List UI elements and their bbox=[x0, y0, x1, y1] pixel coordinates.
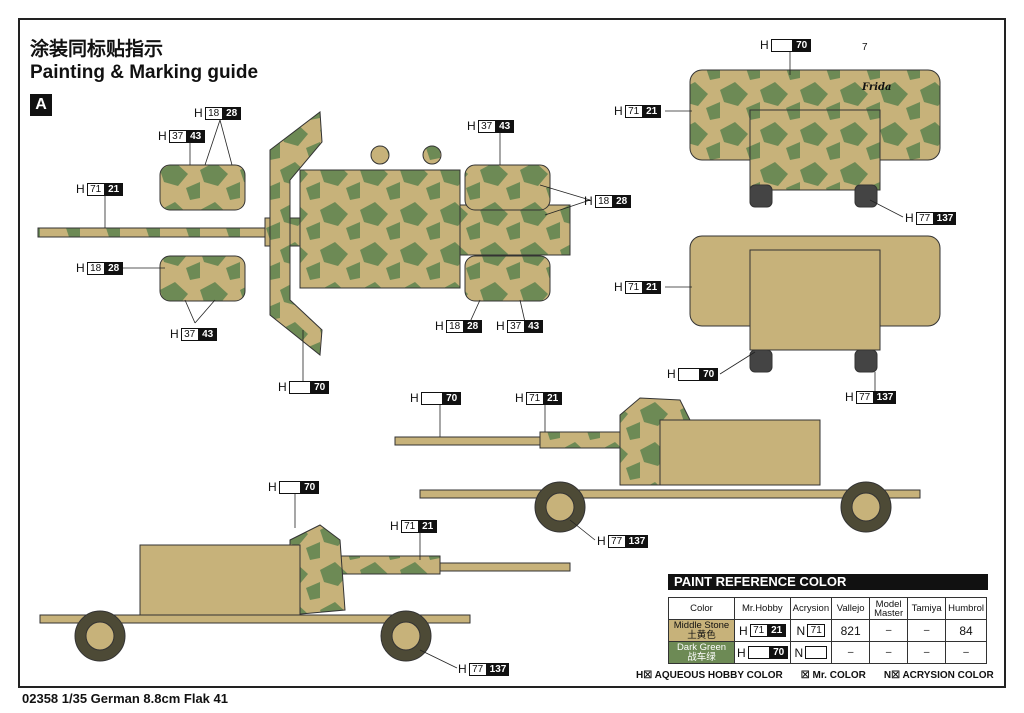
front-view bbox=[689, 235, 941, 373]
rear-view bbox=[689, 69, 941, 208]
model-master-cell: – bbox=[869, 641, 909, 664]
humbrol-cell: 84 bbox=[945, 619, 988, 642]
model-master-cell: – bbox=[869, 619, 909, 642]
page-title: Painting & Marking guide bbox=[30, 62, 259, 83]
col-mrhobby: Mr.Hobby bbox=[734, 597, 791, 620]
humbrol-cell: – bbox=[945, 641, 988, 664]
tamiya-cell: – bbox=[907, 641, 947, 664]
legend-acrysion: N☒ ACRYSION COLOR bbox=[883, 670, 994, 681]
vallejo-cell: 821 bbox=[831, 619, 871, 642]
paint-reference-table: Color Mr.Hobby Acrysion Vallejo Model Ma… bbox=[668, 597, 988, 664]
col-humbrol: Humbrol bbox=[945, 597, 988, 620]
vallejo-cell: – bbox=[831, 641, 871, 664]
col-model-master: Model Master bbox=[869, 597, 909, 620]
vehicle-name-marking: Frida bbox=[862, 82, 892, 93]
side-view-right bbox=[394, 397, 921, 533]
side-view-left bbox=[39, 524, 571, 662]
page-frame bbox=[18, 18, 1006, 688]
col-acrysion: Acrysion bbox=[789, 597, 833, 620]
legend-mr-color: ☒ Mr. COLOR bbox=[800, 670, 866, 681]
paint-legend: H☒ AQUEOUS HOBBY COLOR ☒ Mr. COLOR N☒ AC… bbox=[636, 670, 994, 681]
col-vallejo: Vallejo bbox=[831, 597, 871, 620]
table-header-row: Color Mr.Hobby Acrysion Vallejo Model Ma… bbox=[668, 597, 988, 620]
paint-reference-heading: PAINT REFERENCE COLOR bbox=[668, 574, 988, 590]
acrysion-cell: N bbox=[789, 641, 833, 664]
product-footer: 02358 1/35 German 8.8cm Flak 41 bbox=[22, 691, 228, 706]
tamiya-cell: – bbox=[907, 619, 947, 642]
col-tamiya: Tamiya bbox=[907, 597, 947, 620]
top-view bbox=[37, 111, 571, 356]
legend-aqueous: H☒ AQUEOUS HOBBY COLOR bbox=[636, 670, 783, 681]
title-chinese: 涂装同标贴指示 bbox=[30, 38, 164, 60]
vehicle-number: 7 bbox=[862, 42, 868, 53]
col-color: Color bbox=[668, 597, 735, 620]
section-badge: A bbox=[30, 94, 52, 116]
